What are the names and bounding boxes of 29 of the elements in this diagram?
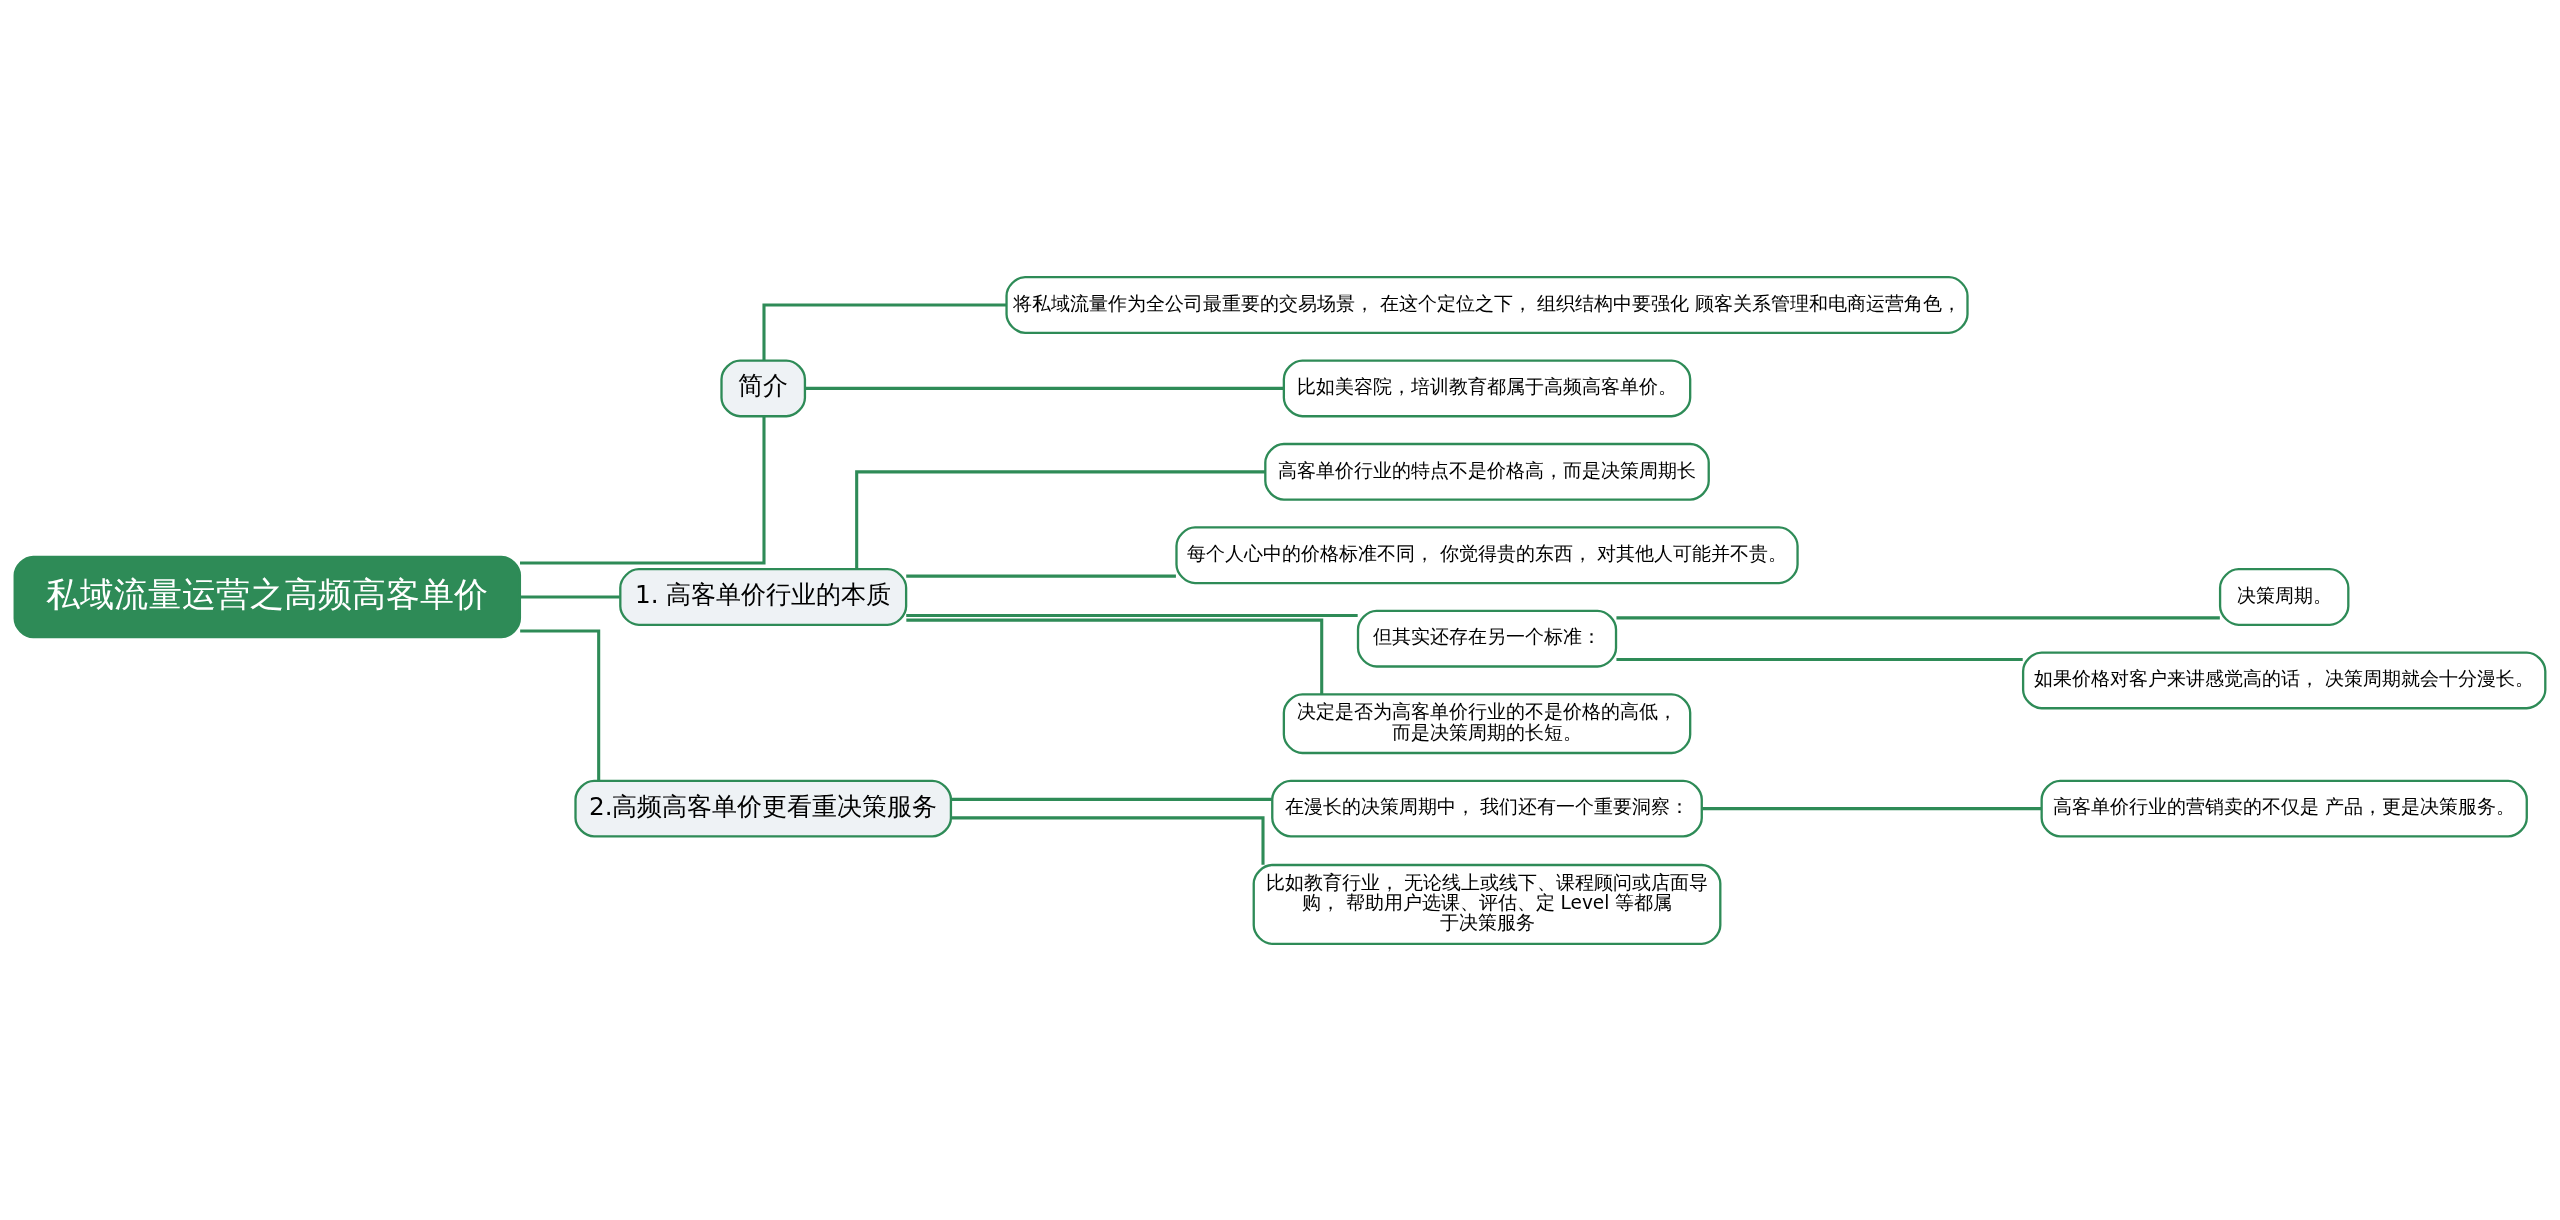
connector [951,815,1265,865]
connector [1616,615,2220,619]
node-box: 高客单价行业的营销卖的不仅是 产品，更是决策服务。 [2040,779,2528,838]
connector [906,574,1176,578]
node-box: 将私域流量作为全公司最重要的交易场景， 在这个定位之下， 组织结构中要强化 顾客关系管理和电商运营角色， [1005,275,1969,334]
connector [1702,806,2042,810]
node-box: 比如美容院，培训教育都属于高频高客单价。 [1282,358,1692,417]
node-box: 2.高频高客单价更看重决策服务 [574,779,953,838]
connector [520,594,620,599]
connector [951,797,1272,801]
connector [520,415,766,565]
node-box: 比如教育行业， 无论线上或线下、课程顾问或店面导购， 帮助用户选课、评估、定 Level 等都属于决策服务 [1252,863,1722,945]
node-box: 但其实还存在另一个标准： [1356,609,1618,668]
connector [855,469,1266,569]
connector [906,618,1324,694]
node-box: 如果价格对客户来讲感觉高的话， 决策周期就会十分漫长。 [2021,650,2547,709]
node-box: 每个人心中的价格标准不同， 你觉得贵的东西， 对其他人可能并不贵。 [1175,525,1799,584]
node-box: 决策周期。 [2218,567,2350,626]
node-box: 在漫长的决策周期中， 我们还有一个重要洞察： [1271,779,1703,838]
connector [805,386,1284,390]
connector [1616,657,2023,661]
node-box: 决定是否为高客单价行业的不是价格的高低，而是决策周期的长短。 [1282,692,1692,754]
node-box: 1. 高客单价行业的本质 [619,567,908,626]
connector [762,302,1007,360]
node-box: 简介 [720,358,807,417]
connector [520,628,601,780]
node-box: 私域流量运营之高频高客单价 [13,555,522,638]
connector [906,613,1358,617]
node-box: 高客单价行业的特点不是价格高，而是决策周期长 [1264,442,1710,501]
